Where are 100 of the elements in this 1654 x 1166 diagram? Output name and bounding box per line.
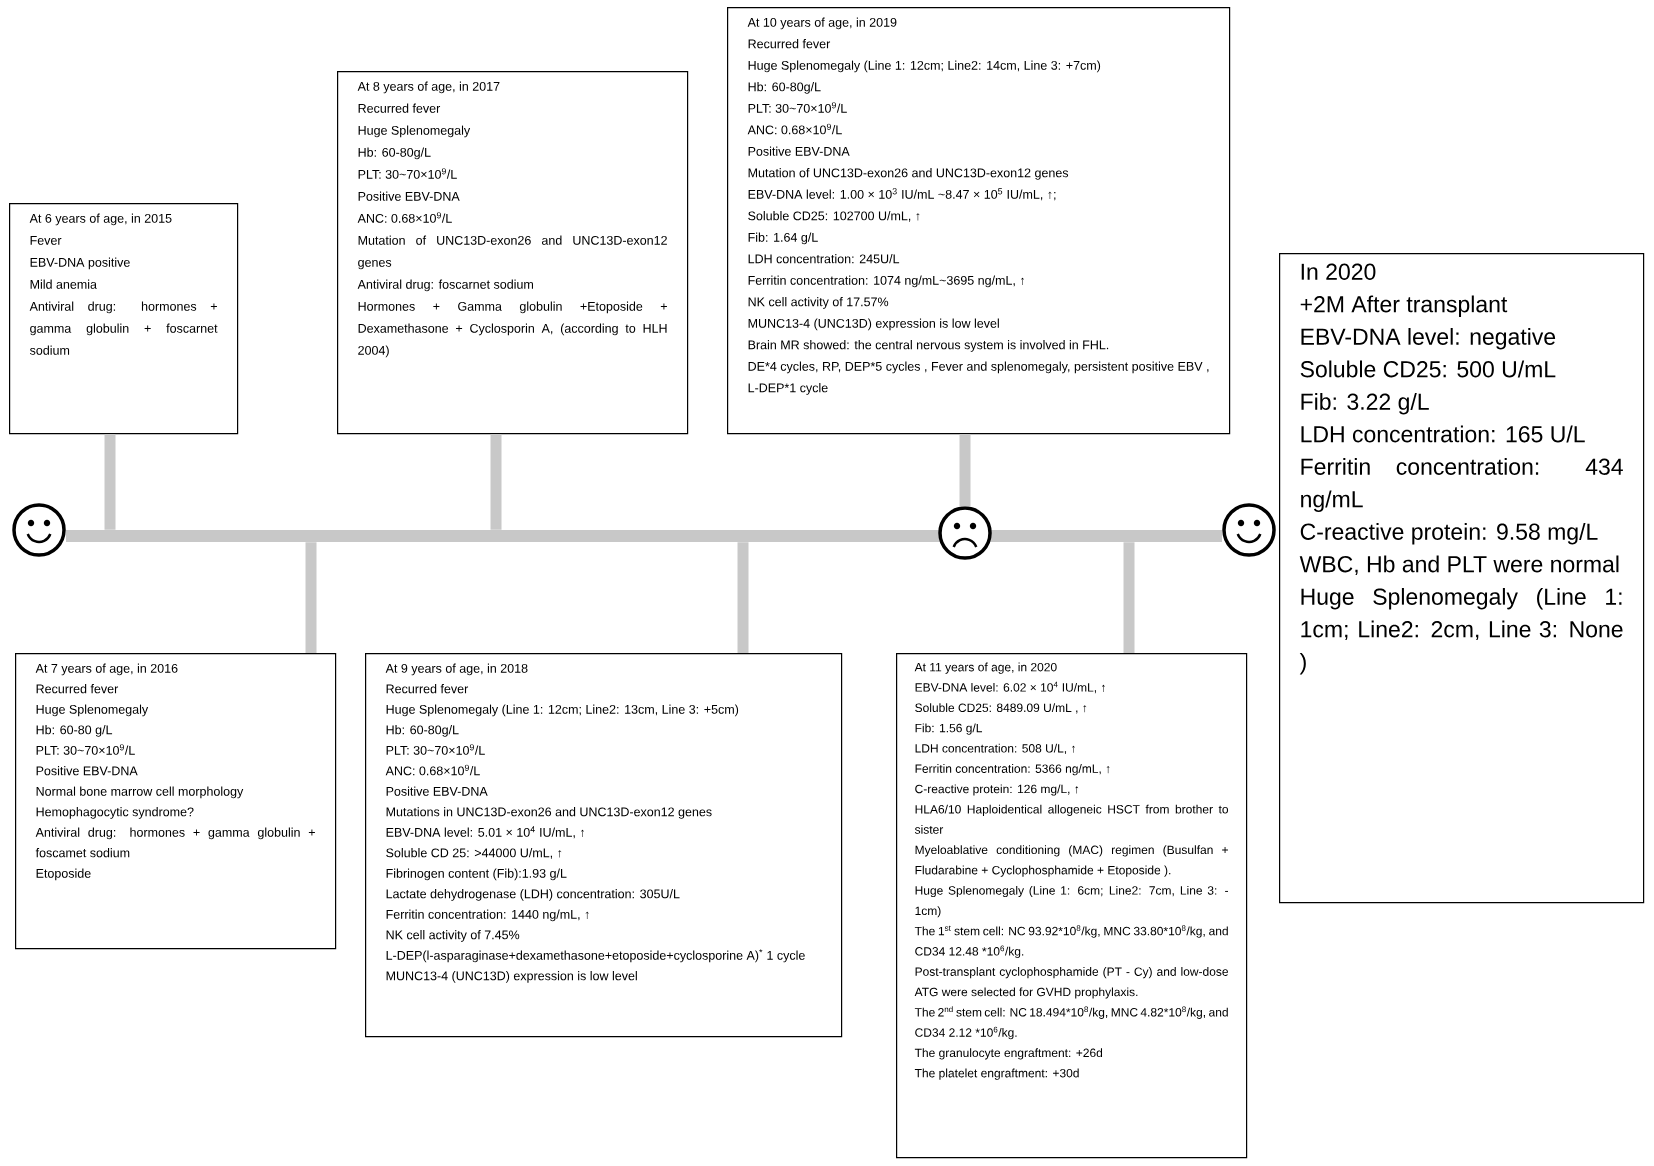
finding-text: ANC: 0.68×10$^{9}$/L [385,764,480,776]
finding-text: EBV-DNA level: 5.01 × 10$^{4}$ IU/mL, ↑ [386,826,584,839]
finding-text: Positive EBV-DNA [386,786,488,796]
event-box [337,71,689,435]
finding-text: Fib: 1.64 g/L [748,232,818,245]
finding-text: In 2020 [1301,263,1376,280]
finding-text: Normal bone marrow cell morphology [36,786,244,799]
finding-text: ANC: 0.68×10$^{9}$/L [357,212,452,223]
finding-text: At 10 years of age, in 2019 [747,17,897,30]
finding-text: The 2$^{nd}$ stem cell: NC 18.494*10$^{8}$/kg, MNC 4.82*10$^{8}$/kg, and CD34 2.12 *10$^{6}$/kg. [914,1006,1228,1040]
finding-text: Huge Splenomegaly (Line 1: 6cm; Line2: 7cm, Line 3: -1cm) [915,885,1228,918]
connector-line [305,542,317,653]
finding-text: Recurred fever [36,684,119,694]
finding-text: Mutations in UNC13D-exon26 and UNC13D-exon12 genes [386,807,712,819]
finding-text: Ferritin concentration: 1440 ng/mL, ↑ [386,909,589,922]
finding-text: The 1$^{st}$ stem cell: NC 93.92*10$^{8}$/kg, MNC 33.80*10$^{8}$/kg, and CD34 12.48 *10$^{6}$/kg. [914,925,1228,958]
finding-text: EBV-DNA positive [30,257,130,270]
finding-text: Recurred fever [358,103,441,113]
connector-line [1123,542,1135,653]
finding-text: Antiviral drug: foscarnet sodium [357,279,533,292]
finding-text: Fever [30,236,62,245]
smiley-face [938,506,992,560]
finding-text: Antiviral drug: hormones + gamma globulin + foscarnet sodium [29,301,218,355]
finding-text: LDH concentration: 508 U/L, ↑ [915,743,1075,755]
finding-text: Hormones + Gamma globulin +Etoposide + Dexamethasone + Cyclosporin A, (according to HLH 2004) [358,301,667,358]
finding-text: Soluble CD25: 102700 U/mL, ↑ [748,211,920,222]
finding-text: Huge Splenomegaly [36,704,149,717]
finding-text: Fibrinogen content (Fib):1.93 g/L [386,868,567,881]
finding-text: Huge Splenomegaly [358,125,471,138]
finding-text: The granulocyte engraftment: +26d [914,1048,1103,1060]
finding-text: Huge Splenomegaly (Line 1: 12cm; Line2: 13cm, Line 3: +5cm) [386,704,739,717]
finding-text: At 9 years of age, in 2018 [385,663,528,676]
finding-text: The platelet engraftment: +30d [914,1068,1079,1080]
finding-text: At 6 years of age, in 2015 [29,213,172,226]
finding-text: At 7 years of age, in 2016 [35,663,178,676]
finding-text: Fib: 3.22 g/L [1301,393,1429,415]
event-box [727,7,1231,435]
finding-text: Hb: 60-80g/L [748,82,821,94]
finding-text: LDH concentration: 245U/L [748,254,900,264]
finding-text: Huge Splenomegaly (Line 1: 1cm; Line2: 2cm, Line 3: None ) [1299,588,1623,675]
finding-text: Hb: 60-80g/L [386,725,459,737]
finding-text: Fib: 1.56 g/L [915,723,982,735]
finding-text: PLT: 30~70×10$^{9}$/L [386,744,485,755]
finding-text: ANC: 0.68×10$^{9}$/L [747,123,842,135]
finding-text: NK cell activity of 17.57% [748,297,889,309]
finding-text: At 11 years of age, in 2020 [914,662,1057,674]
finding-text: At 8 years of age, in 2017 [357,81,500,94]
finding-text: Hb: 60-80 g/L [36,725,113,737]
finding-text: Recurred fever [748,39,831,49]
finding-text: DE*4 cycles, RP, DEP*5 cycles , Fever and splenomegaly, persistent positive EBV , L-DEP*1 cycle [748,361,1209,395]
event-box [365,653,843,1038]
finding-text: C-reactive protein: 9.58 mg/L [1300,523,1598,545]
event-box [896,653,1248,1159]
smiley-face [1222,503,1276,557]
finding-text: L-DEP(l-asparaginase+dexamethasone+etoposide+cyclosporine A)$^{*}$ 1 cycle [386,949,805,963]
finding-text: PLT: 30~70×10$^{9}$/L [36,744,135,755]
finding-text: WBC, Hb and PLT were normal [1299,555,1619,576]
timeline-bar [66,530,1222,542]
finding-text: MUNC13-4 (UNC13D) expression is low level [386,971,637,983]
finding-text: Mutation of UNC13D-exon26 and UNC13D-exon12 genes [748,168,1069,180]
event-box [1279,253,1645,904]
finding-text: Myeloablative conditioning (MAC) regimen (Busulfan + Fludarabine + Cyclophosphamide + Etoposide ). [915,845,1228,877]
finding-text: Ferritin concentration: 5366 ng/mL, ↑ [915,764,1110,776]
connector-line [104,434,116,530]
finding-text: Positive EBV-DNA [36,766,138,776]
connector-line [737,542,749,653]
smiley-face [12,503,66,557]
finding-text: +2M After transplant [1300,295,1508,317]
finding-text: Huge Splenomegaly (Line 1: 12cm; Line2: 14cm, Line 3: +7cm) [748,60,1101,73]
finding-text: Mild anemia [30,279,97,289]
finding-text: Antiviral drug: hormones + gamma globulin + foscamet sodium [35,827,315,858]
event-box [15,653,337,950]
finding-text: PLT: 30~70×10$^{9}$/L [358,168,457,179]
finding-text: Hb: 60-80g/L [358,147,431,160]
finding-text: Soluble CD25: 8489.09 U/mL , ↑ [915,703,1087,714]
finding-text: Brain MR showed: the central nervous system is involved in FHL. [748,340,1109,352]
connector-line [959,434,971,507]
finding-text: Lactate dehydrogenase (LDH) concentration: 305U/L [386,889,680,901]
finding-text: Positive EBV-DNA [358,191,460,201]
finding-text: Post-transplant cyclophosphamide (PT - Cy) and low-dose ATG were selected for GVHD prophylaxis. [914,967,1228,999]
finding-text: LDH concentration: 165 U/L [1301,425,1585,443]
finding-text: Etoposide [36,868,91,881]
finding-text: Soluble CD 25: >44000 U/mL, ↑ [386,848,562,859]
finding-text: C-reactive protein: 126 mg/L, ↑ [915,784,1079,796]
finding-text: NK cell activity of 7.45% [386,930,520,942]
finding-text: Recurred fever [386,684,469,694]
finding-text: Ferritin concentration: 434 ng/mL [1301,458,1623,512]
finding-text: EBV-DNA level: 6.02 × 10$^{4}$ IU/mL, ↑ [915,681,1105,694]
finding-text: Positive EBV-DNA [748,146,850,156]
finding-text: EBV-DNA level: 1.00 × 10$^{3}$ IU/mL ~8.47 × 10$^{5}$ IU/mL, ↑; [748,188,1056,201]
finding-text: Ferritin concentration: 1074 ng/mL~3695 ng/mL, ↑ [748,275,1024,288]
connector-line [490,434,502,530]
finding-text: EBV-DNA level: negative [1301,328,1556,350]
finding-text: Hemophagocytic syndrome? [36,807,194,819]
event-box [9,203,239,435]
finding-text: HLA6/10 Haploidentical allogeneic HSCT from brother to sister [914,804,1229,834]
finding-text: Soluble CD25: 500 U/mL [1300,360,1556,378]
finding-text: Mutation of UNC13D-exon26 and UNC13D-exon12 genes [358,235,667,270]
finding-text: MUNC13-4 (UNC13D) expression is low level [748,318,999,331]
finding-text: PLT: 30~70×10$^{9}$/L [748,102,847,113]
